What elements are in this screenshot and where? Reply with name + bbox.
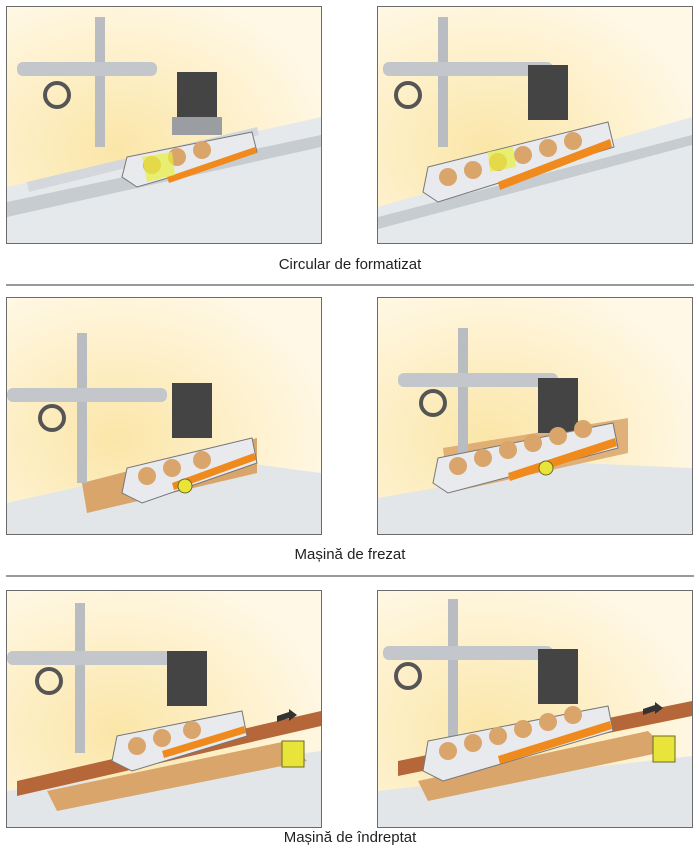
section-divider: [6, 284, 694, 286]
planer-feeder-single-panel: [6, 590, 322, 828]
saw-feeder-single-panel: [6, 6, 322, 244]
mill-feeder-double-illustration: [378, 298, 692, 534]
saw-feeder-double-panel: [377, 6, 693, 244]
planer-feeder-double-illustration: [378, 591, 692, 827]
planer-feeder-double-panel: [377, 590, 693, 828]
mill-feeder-single-illustration: [7, 298, 321, 534]
section-caption: Circular de formatizat: [278, 256, 422, 273]
section-caption: Mașină de frezat: [294, 546, 406, 563]
mill-feeder-double-panel: [377, 297, 693, 535]
section-divider: [6, 575, 694, 577]
mill-feeder-single-panel: [6, 297, 322, 535]
section-caption: Mașină de îndreptat: [283, 829, 417, 846]
planer-feeder-single-illustration: [7, 591, 321, 827]
saw-feeder-single-illustration: [7, 7, 321, 243]
saw-feeder-double-illustration: [378, 7, 692, 243]
